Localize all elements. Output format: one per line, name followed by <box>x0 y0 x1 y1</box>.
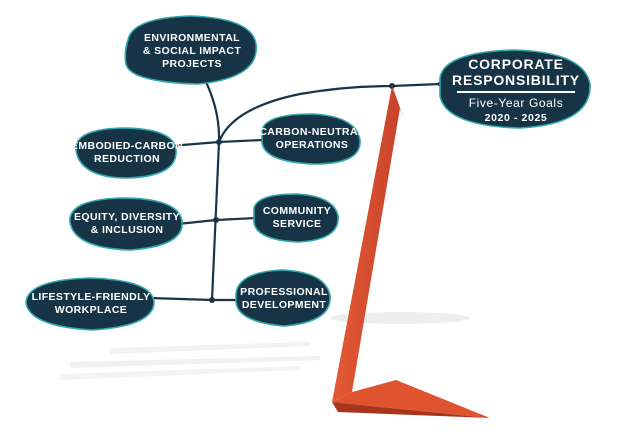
bubble-hero <box>439 49 591 129</box>
junction-dot <box>213 217 219 223</box>
goal-equity-line2: & INCLUSION <box>90 224 164 236</box>
hero-subtitle: Five-Year Goals <box>468 95 564 110</box>
goal-lifestyle-line1: LIFESTYLE-FRIENDLY <box>31 291 151 303</box>
goal-community-line1: COMMUNITY <box>262 205 332 217</box>
link-main-arc <box>217 82 442 144</box>
bubble-environmental <box>124 15 257 85</box>
goal-carbon-neutral-line2: OPERATIONS <box>275 139 349 151</box>
goal-environmental-line2: & SOCIAL IMPACT <box>142 44 242 57</box>
link-embodied <box>168 140 221 148</box>
trunk-line <box>204 80 221 302</box>
goal-environmental-line3: PROJECTS <box>162 57 222 70</box>
link-equity <box>176 218 218 226</box>
stand-foot-top <box>332 380 490 418</box>
hero-divider <box>457 90 575 93</box>
goal-embodied-carbon-line2: REDUCTION <box>93 153 160 165</box>
goal-carbon-neutral: CARBON-NEUTRAL OPERATIONS <box>259 117 365 161</box>
link-carbon-neutral <box>217 138 264 144</box>
goal-community-line2: SERVICE <box>272 218 322 230</box>
bubble-community <box>253 193 339 243</box>
stand-face <box>332 86 400 402</box>
goal-embodied-carbon-line1: EMBODIED-CARBON <box>70 140 184 152</box>
red-stand <box>332 86 490 418</box>
goal-professional: PROFESSIONAL DEVELOPMENT <box>236 275 332 323</box>
bubble-lifestyle <box>25 277 155 331</box>
stand-foot-side <box>332 402 490 418</box>
goal-professional-line1: PROFESSIONAL <box>240 286 328 298</box>
goal-environmental-line1: ENVIRONMENTAL <box>143 31 240 44</box>
goal-equity: EQUITY, DIVERSITY & INCLUSION <box>70 201 184 247</box>
hero-title-line2: RESPONSIBILITY <box>452 71 580 88</box>
goal-equity-line1: EQUITY, DIVERSITY <box>74 211 180 223</box>
junction-dot <box>216 139 222 145</box>
branch-lines <box>148 64 442 302</box>
goal-professional-line2: DEVELOPMENT <box>241 299 327 311</box>
ground-shadow <box>60 312 470 380</box>
junction-dot <box>209 297 215 303</box>
hero-years: 2020 - 2025 <box>484 111 548 124</box>
bubble-professional <box>235 269 331 327</box>
bubble-equity <box>69 197 183 251</box>
link-lifestyle <box>148 296 214 302</box>
goal-embodied-carbon: EMBODIED-CARBON REDUCTION <box>71 131 183 175</box>
link-community <box>214 216 258 222</box>
goal-community: COMMUNITY SERVICE <box>254 197 340 239</box>
hero-bubble: CORPORATE RESPONSIBILITY Five-Year Goals… <box>440 54 592 126</box>
bubble-shapes <box>25 15 591 331</box>
goal-lifestyle-line2: WORKPLACE <box>54 304 128 316</box>
goal-environmental: ENVIRONMENTAL & SOCIAL IMPACT PROJECTS <box>126 22 258 80</box>
bubble-carbon-neutral <box>261 113 361 165</box>
goal-carbon-neutral-line1: CARBON-NEUTRAL <box>259 126 365 138</box>
bubble-embodied <box>75 127 177 179</box>
hero-title-line1: CORPORATE <box>468 55 564 72</box>
goal-lifestyle: LIFESTYLE-FRIENDLY WORKPLACE <box>26 282 156 326</box>
